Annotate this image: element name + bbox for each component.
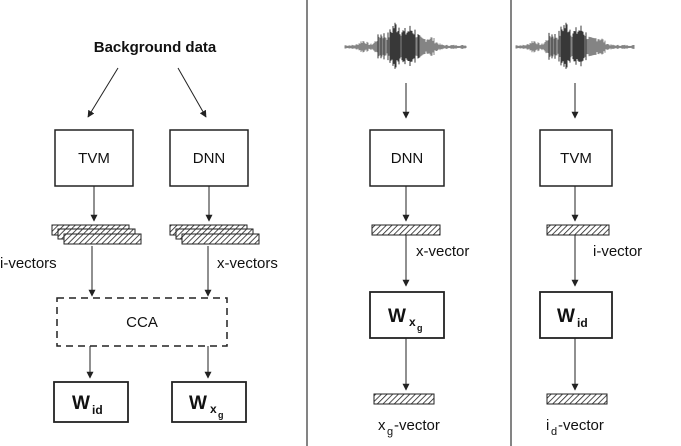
- ivector-stack: [51, 224, 142, 245]
- dnn-box-middle-label: DNN: [391, 150, 424, 167]
- svg-text:d: d: [551, 426, 557, 438]
- xvector-label: x-vector: [416, 243, 469, 260]
- xvector-bar: [371, 224, 441, 236]
- xg-vector-bar: [373, 393, 435, 405]
- dnn-box-label: DNN: [193, 150, 226, 167]
- waveform-right: [515, 22, 635, 69]
- id-vector-bar: [546, 393, 608, 405]
- svg-text:g: g: [218, 410, 224, 420]
- svg-text:W: W: [72, 393, 90, 414]
- w-id-box-left: W id: [53, 381, 129, 423]
- w-xg-box-middle: W x g: [369, 291, 445, 339]
- dnn-box-middle: DNN: [369, 129, 445, 187]
- w-id-box-right: W id: [539, 291, 613, 339]
- ivector-label: i-vector: [593, 243, 642, 260]
- cca-box-label: CCA: [126, 314, 158, 331]
- xg-vector-label: x g -vector: [378, 417, 440, 438]
- svg-text:id: id: [92, 403, 103, 417]
- cca-box: CCA: [56, 297, 228, 347]
- svg-text:x: x: [409, 315, 416, 329]
- svg-text:-vector: -vector: [394, 417, 440, 434]
- id-vector-label: i d -vector: [546, 417, 604, 438]
- tvm-box-right-label: TVM: [560, 150, 592, 167]
- w-xg-box-left: W x g: [171, 381, 247, 423]
- ivectors-label: i-vectors: [0, 255, 57, 272]
- svg-text:id: id: [577, 316, 588, 330]
- ivector-bar: [546, 224, 610, 236]
- xvector-stack: [169, 224, 260, 245]
- svg-text:-vector: -vector: [558, 417, 604, 434]
- xvectors-label: x-vectors: [217, 255, 278, 272]
- waveform-middle: [344, 22, 467, 69]
- dnn-box: DNN: [169, 129, 249, 187]
- tvm-box-right: TVM: [539, 129, 613, 187]
- arrow-bg-to-dnn: [177, 67, 207, 118]
- svg-text:i: i: [546, 417, 549, 434]
- tvm-box: TVM: [54, 129, 134, 187]
- svg-text:g: g: [417, 323, 423, 333]
- svg-text:W: W: [388, 306, 406, 327]
- svg-text:W: W: [557, 306, 575, 327]
- svg-text:W: W: [189, 393, 207, 414]
- arrow-bg-to-tvm: [87, 67, 119, 118]
- svg-text:g: g: [387, 426, 393, 438]
- tvm-box-label: TVM: [78, 150, 110, 167]
- background-data-title: Background data: [94, 39, 217, 56]
- svg-text:x: x: [210, 402, 217, 416]
- svg-text:x: x: [378, 417, 386, 434]
